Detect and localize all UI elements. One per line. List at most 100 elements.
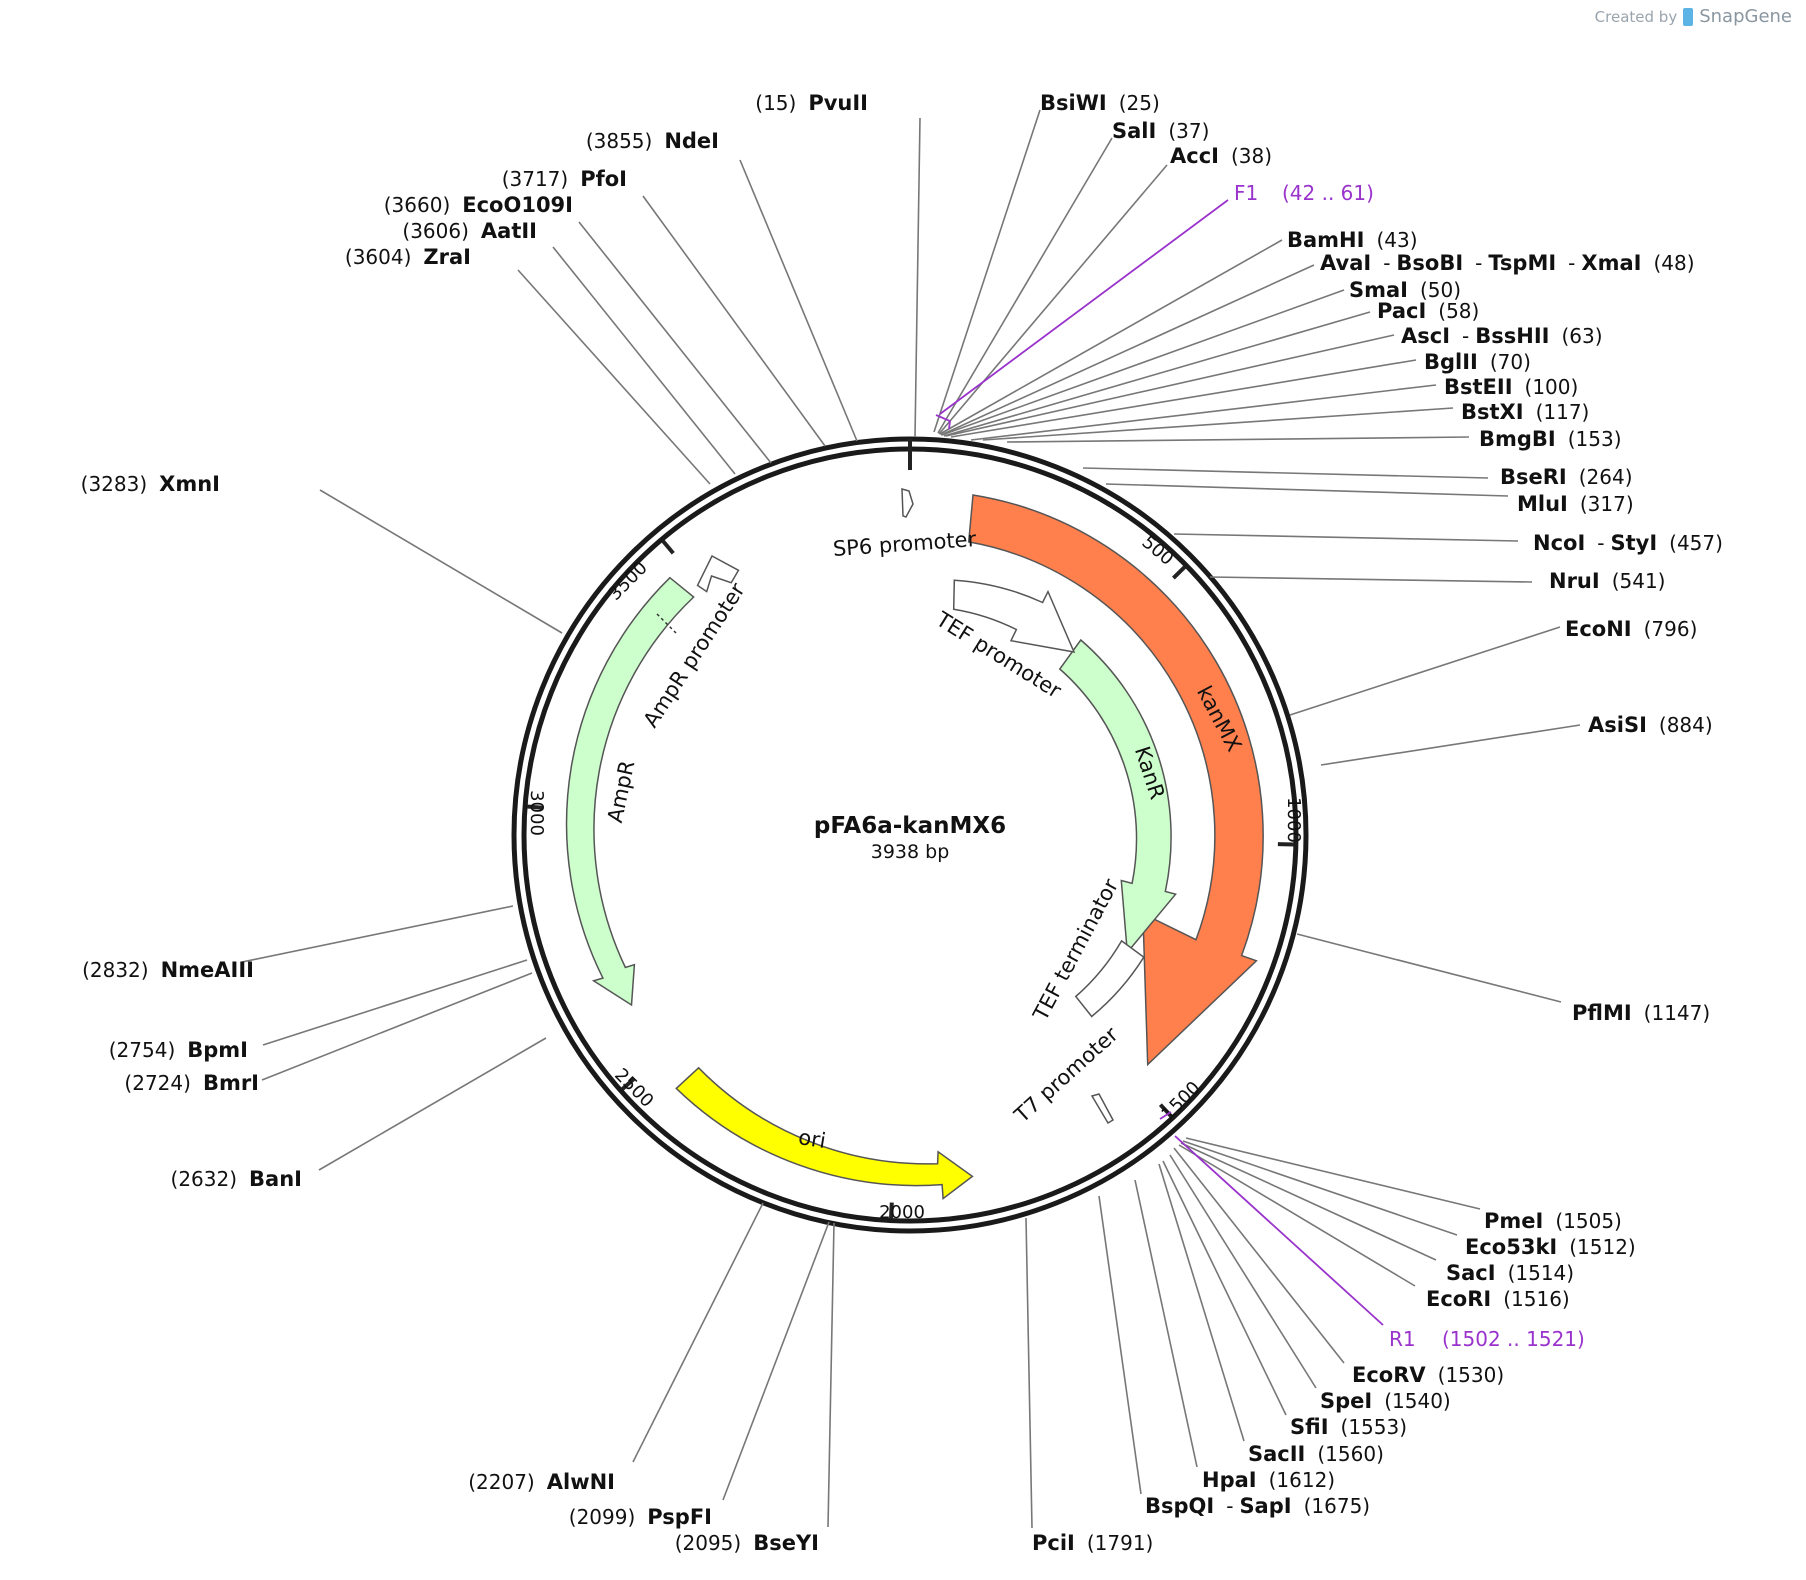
site-asisi[interactable]: AsiSI(884) — [1321, 713, 1713, 765]
site-label: BsiWI(25) — [1040, 91, 1160, 115]
feature-label-sp6-promoter: SP6 promoter — [832, 527, 977, 561]
site-leader-line — [942, 290, 1344, 435]
credit-prefix: Created by — [1595, 8, 1678, 26]
site-leader-line — [553, 247, 735, 474]
site-leader-line — [1210, 577, 1532, 582]
site-pcii[interactable]: PciI(1791) — [1026, 1218, 1153, 1555]
site-label: NcoI-StyI(457) — [1533, 531, 1723, 555]
site-leader-line — [1290, 627, 1560, 715]
site-label: PacI(58) — [1377, 299, 1479, 323]
site-zrai[interactable]: (3604)ZraI — [345, 245, 710, 484]
site-label: AvaI-BsoBI-TspMI-XmaI(48) — [1320, 251, 1695, 275]
site-leader-line — [1106, 484, 1508, 496]
site-label: HpaI(1612) — [1202, 1468, 1335, 1492]
site-leader-line — [242, 906, 513, 962]
site-leader-line — [1174, 534, 1518, 541]
site-nrui[interactable]: NruI(541) — [1210, 569, 1665, 593]
site-label: BspQI-SapI(1675) — [1145, 1494, 1370, 1518]
site-smai[interactable]: SmaI(50) — [942, 278, 1461, 435]
site-leader-line — [946, 335, 1394, 436]
primer-r1-range: (1502 .. 1521) — [1442, 1327, 1585, 1351]
primers: F1 (42 .. 61) R1 (1502 .. 1521) — [936, 181, 1585, 1351]
site-eco53ki[interactable]: Eco53kI(1512) — [1183, 1141, 1636, 1259]
snapgene-logo-icon — [1683, 8, 1693, 26]
site-label: PmeI(1505) — [1484, 1209, 1622, 1233]
site-label: BamHI(43) — [1287, 228, 1418, 252]
site-leader-line — [1297, 934, 1561, 1002]
site-econi[interactable]: EcoNI(796) — [1290, 617, 1697, 715]
primer-f1-range: (42 .. 61) — [1282, 181, 1374, 205]
site-label: (3604)ZraI — [345, 245, 471, 269]
site-label: BseRI(264) — [1500, 465, 1633, 489]
site-alwni[interactable]: (2207)AlwNI — [468, 1203, 763, 1494]
site-label: PciI(1791) — [1032, 1531, 1153, 1555]
site-label: BmgBI(153) — [1479, 427, 1622, 451]
site-nmeaiii[interactable]: (2832)NmeAIII — [82, 906, 513, 982]
site-label: EcoRV(1530) — [1352, 1363, 1504, 1387]
site-bmri[interactable]: (2724)BmrI — [124, 973, 532, 1095]
site-label: (3855)NdeI — [586, 129, 719, 153]
site-leader-line — [740, 160, 857, 441]
site-label: SmaI(50) — [1349, 278, 1461, 302]
site-leader-line — [941, 265, 1314, 435]
site-label: (2754)BpmI — [109, 1038, 248, 1062]
site-leader-line — [643, 196, 825, 446]
site-leader-line — [938, 138, 1112, 433]
site-paci[interactable]: PacI(58) — [944, 299, 1479, 436]
site-label: BstXI(117) — [1461, 400, 1589, 424]
site-xmni[interactable]: (3283)XmnI — [81, 472, 562, 633]
site-label: Eco53kI(1512) — [1465, 1235, 1636, 1259]
site-label: SacI(1514) — [1446, 1261, 1574, 1285]
site-leader-line — [319, 1038, 546, 1170]
site-label: (2099)PspFI — [569, 1505, 712, 1529]
site-label: SpeI(1540) — [1320, 1389, 1451, 1413]
site-leader-line — [1186, 1138, 1480, 1209]
site-leader-line — [320, 490, 562, 633]
site-label: (2632)BanI — [171, 1167, 302, 1191]
site-label: BglII(70) — [1424, 350, 1531, 374]
site-leader-line — [828, 1223, 834, 1527]
site-leader-line — [1083, 468, 1488, 478]
ruler-tick-500 — [1173, 567, 1184, 578]
site-leader-line — [1183, 1141, 1457, 1235]
site-pflmi[interactable]: PflMI(1147) — [1297, 934, 1710, 1025]
site-leader-line — [262, 973, 532, 1080]
site-leader-line — [263, 960, 527, 1045]
ruler-tick-label: 1500 — [1157, 1077, 1204, 1124]
site-label: AscI-BssHII(63) — [1401, 324, 1603, 348]
site-label: MluI(317) — [1517, 492, 1634, 516]
feature-label-tef-terminator: TEF terminator — [1028, 875, 1123, 1026]
site-ncoi-styi[interactable]: NcoI-StyI(457) — [1174, 531, 1723, 555]
site-leader-line — [971, 385, 1436, 440]
site-leader-line — [723, 1222, 829, 1500]
snapgene-credit: Created by SnapGene — [1595, 6, 1792, 27]
site-label: (3660)EcoO109I — [384, 193, 573, 217]
credit-brand: SnapGene — [1699, 6, 1792, 27]
plasmid-length: 3938 bp — [871, 841, 950, 863]
site-label: (2095)BseYI — [675, 1531, 819, 1555]
site-label: NruI(541) — [1549, 569, 1665, 593]
ruler-tick-label: 2000 — [879, 1202, 925, 1223]
ruler-tick-label: 1000 — [1283, 797, 1304, 843]
site-label: SalI(37) — [1112, 119, 1209, 143]
site-label: AccI(38) — [1170, 144, 1272, 168]
site-leader-line — [934, 110, 1040, 432]
site-label: EcoNI(796) — [1565, 617, 1697, 641]
plasmid-name: pFA6a-kanMX6 — [814, 813, 1006, 839]
site-bmgbi[interactable]: BmgBI(153) — [1007, 427, 1622, 451]
ruler-tick-label: 3500 — [604, 557, 651, 604]
site-label: (3606)AatII — [402, 219, 537, 243]
site-label: SfiI(1553) — [1290, 1415, 1407, 1439]
site-acci[interactable]: AccI(38) — [939, 144, 1272, 434]
site-pmei[interactable]: PmeI(1505) — [1186, 1138, 1622, 1233]
feature-sp6-promoter — [902, 489, 913, 517]
site-label: PflMI(1147) — [1572, 1001, 1710, 1025]
site-label: SacII(1560) — [1248, 1442, 1384, 1466]
site-label: (2207)AlwNI — [468, 1470, 615, 1494]
site-leader-line — [1179, 1145, 1415, 1286]
site-leader-line — [983, 408, 1453, 440]
site-leader-line — [1174, 1148, 1344, 1363]
site-leader-line — [915, 118, 920, 437]
